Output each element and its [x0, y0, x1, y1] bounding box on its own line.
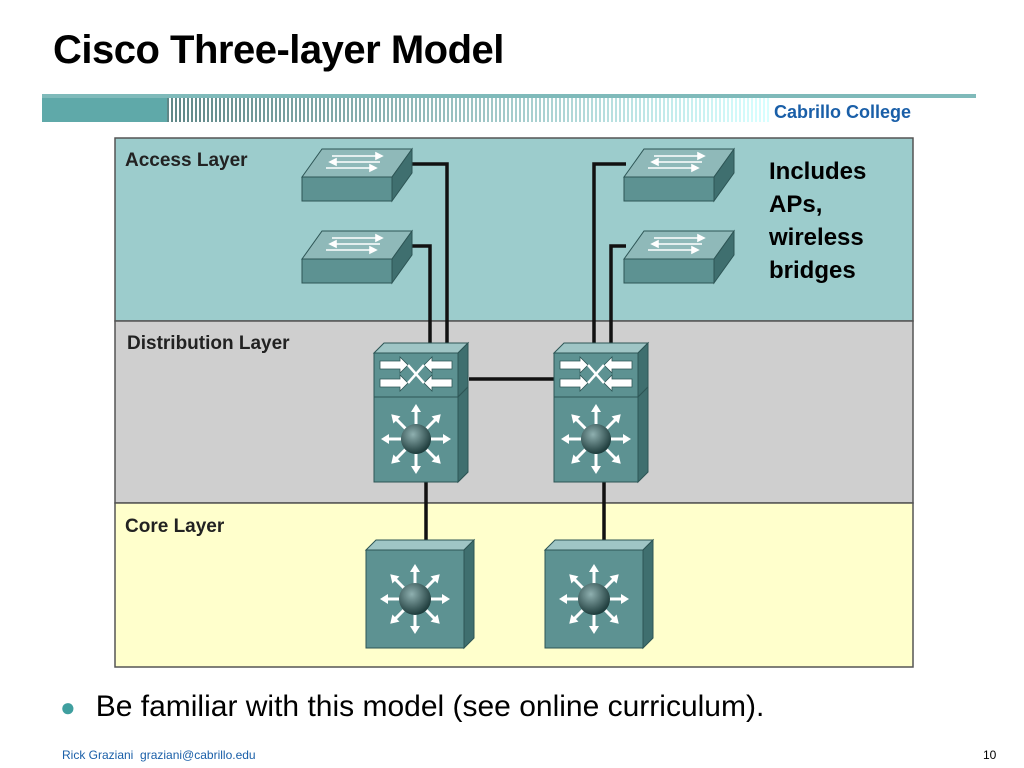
- note-line: bridges: [769, 257, 856, 284]
- banner-stripes: [167, 98, 769, 122]
- access-switch-4: [623, 229, 735, 285]
- bullet-dot-icon: ●: [60, 692, 76, 722]
- note-line: APs,: [769, 191, 823, 218]
- core-layer-band: [114, 502, 914, 668]
- distribution-switch-1: [372, 341, 470, 484]
- note-line: wireless: [769, 224, 864, 251]
- access-switch-2: [301, 229, 413, 285]
- core-layer-label: Core Layer: [125, 516, 225, 537]
- note-line: Includes: [769, 158, 867, 185]
- bullet-item: ● Be familiar with this model (see online…: [60, 690, 764, 724]
- distribution-layer-label: Distribution Layer: [127, 333, 290, 354]
- core-switch-1: [364, 538, 476, 650]
- distribution-switch-2: [552, 341, 650, 484]
- cables: [412, 162, 626, 541]
- page-number: 10: [983, 748, 997, 762]
- college-name: Cabrillo College: [774, 102, 912, 122]
- bullet-text: Be familiar with this model (see online …: [95, 690, 765, 723]
- author-name: Rick Graziani: [62, 748, 134, 762]
- slide-title: Cisco Three-layer Model: [53, 28, 504, 72]
- three-layer-diagram: [114, 137, 914, 668]
- core-switch-2: [543, 538, 655, 650]
- access-layer-band: [114, 137, 914, 322]
- header-banner: [42, 94, 976, 122]
- footer-author: Rick Graziani graziani@cabrillo.edu: [62, 748, 256, 762]
- distribution-layer-band: [114, 320, 914, 504]
- author-email: graziani@cabrillo.edu: [140, 748, 256, 762]
- access-layer-label: Access Layer: [125, 150, 248, 171]
- access-switch-1: [301, 147, 413, 203]
- access-layer-note: Includes APs, wireless bridges: [769, 155, 866, 287]
- access-switch-3: [623, 147, 735, 203]
